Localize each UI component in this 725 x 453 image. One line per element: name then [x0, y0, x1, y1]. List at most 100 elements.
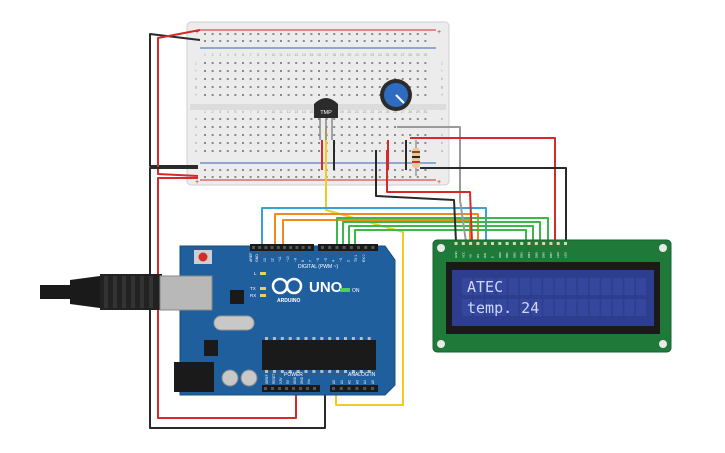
rail-hole[interactable]: [386, 33, 389, 35]
breadboard-hole[interactable]: [264, 142, 267, 144]
breadboard-hole[interactable]: [394, 126, 396, 128]
rail-hole[interactable]: [249, 33, 252, 35]
breadboard-hole[interactable]: [363, 62, 366, 64]
breadboard-hole[interactable]: [416, 118, 419, 120]
breadboard-hole[interactable]: [272, 126, 275, 128]
breadboard-hole[interactable]: [234, 118, 237, 120]
breadboard-hole[interactable]: [416, 70, 419, 72]
breadboard-hole[interactable]: [257, 150, 260, 152]
rail-hole[interactable]: [280, 33, 282, 35]
rail-hole[interactable]: [249, 40, 252, 42]
rail-hole[interactable]: [409, 169, 412, 171]
rail-hole[interactable]: [257, 169, 260, 171]
breadboard-hole[interactable]: [219, 86, 222, 88]
rail-hole[interactable]: [211, 33, 214, 35]
rail-hole[interactable]: [302, 176, 305, 178]
lcd-pin[interactable]: [542, 242, 546, 245]
breadboard-hole[interactable]: [416, 62, 419, 64]
header-pin[interactable]: [342, 246, 346, 249]
rail-hole[interactable]: [242, 176, 244, 178]
breadboard-hole[interactable]: [401, 78, 404, 80]
rail-hole[interactable]: [249, 176, 252, 178]
header-pin[interactable]: [332, 387, 335, 390]
rail-hole[interactable]: [348, 33, 351, 35]
breadboard-hole[interactable]: [272, 142, 275, 144]
breadboard-hole[interactable]: [295, 126, 298, 128]
rail-hole[interactable]: [234, 169, 237, 171]
breadboard-hole[interactable]: [386, 62, 389, 64]
header-pin[interactable]: [339, 387, 343, 390]
breadboard-hole[interactable]: [318, 142, 320, 144]
breadboard-hole[interactable]: [310, 94, 313, 96]
breadboard-hole[interactable]: [363, 134, 366, 136]
breadboard-hole[interactable]: [272, 70, 275, 72]
rail-hole[interactable]: [295, 33, 298, 35]
breadboard-hole[interactable]: [386, 134, 389, 136]
header-pin[interactable]: [292, 387, 295, 390]
breadboard-hole[interactable]: [318, 70, 320, 72]
breadboard-hole[interactable]: [257, 94, 260, 96]
lcd-pin[interactable]: [476, 242, 480, 245]
rail-hole[interactable]: [340, 176, 343, 178]
breadboard-hole[interactable]: [234, 70, 237, 72]
breadboard-hole[interactable]: [272, 118, 275, 120]
rail-hole[interactable]: [356, 176, 358, 178]
rail-hole[interactable]: [264, 176, 267, 178]
breadboard-hole[interactable]: [264, 118, 267, 120]
breadboard-hole[interactable]: [409, 150, 412, 152]
breadboard-hole[interactable]: [249, 70, 252, 72]
breadboard-hole[interactable]: [234, 150, 237, 152]
rail-hole[interactable]: [394, 176, 396, 178]
breadboard-hole[interactable]: [280, 134, 282, 136]
breadboard-hole[interactable]: [409, 86, 412, 88]
rail-hole[interactable]: [287, 40, 290, 42]
breadboard-hole[interactable]: [318, 78, 320, 80]
resistor[interactable]: [412, 140, 420, 176]
rail-hole[interactable]: [356, 33, 358, 35]
rail-hole[interactable]: [416, 40, 419, 42]
header-pin[interactable]: [276, 246, 280, 249]
breadboard-hole[interactable]: [386, 70, 389, 72]
breadboard-hole[interactable]: [302, 118, 305, 120]
breadboard-hole[interactable]: [287, 142, 290, 144]
breadboard-hole[interactable]: [340, 134, 343, 136]
lcd-pin[interactable]: [534, 242, 538, 245]
breadboard-hole[interactable]: [333, 86, 336, 88]
breadboard-hole[interactable]: [219, 94, 222, 96]
breadboard-hole[interactable]: [295, 86, 298, 88]
breadboard-hole[interactable]: [242, 118, 244, 120]
rail-hole[interactable]: [287, 33, 290, 35]
breadboard-hole[interactable]: [302, 126, 305, 128]
breadboard-hole[interactable]: [287, 70, 290, 72]
header-pin[interactable]: [252, 246, 255, 249]
breadboard-hole[interactable]: [310, 142, 313, 144]
rail-hole[interactable]: [204, 169, 206, 171]
breadboard-hole[interactable]: [394, 78, 396, 80]
breadboard-hole[interactable]: [272, 150, 275, 152]
breadboard-hole[interactable]: [325, 94, 328, 96]
header-pin[interactable]: [364, 246, 368, 249]
breadboard-hole[interactable]: [378, 86, 381, 88]
rail-hole[interactable]: [409, 33, 412, 35]
breadboard-hole[interactable]: [424, 118, 427, 120]
breadboard-hole[interactable]: [295, 62, 298, 64]
rail-hole[interactable]: [249, 169, 252, 171]
breadboard-hole[interactable]: [226, 86, 229, 88]
breadboard-hole[interactable]: [363, 142, 366, 144]
rail-hole[interactable]: [234, 176, 237, 178]
breadboard-hole[interactable]: [295, 78, 298, 80]
breadboard-hole[interactable]: [409, 70, 412, 72]
breadboard-hole[interactable]: [371, 126, 374, 128]
breadboard-hole[interactable]: [356, 86, 358, 88]
breadboard-hole[interactable]: [409, 142, 412, 144]
breadboard-hole[interactable]: [424, 86, 427, 88]
breadboard-hole[interactable]: [204, 62, 206, 64]
breadboard-hole[interactable]: [287, 78, 290, 80]
breadboard-hole[interactable]: [356, 142, 358, 144]
breadboard-hole[interactable]: [424, 94, 427, 96]
lcd-pin[interactable]: [549, 242, 553, 245]
breadboard-hole[interactable]: [409, 134, 412, 136]
header-pin[interactable]: [347, 387, 351, 390]
rail-hole[interactable]: [211, 169, 214, 171]
rail-hole[interactable]: [280, 40, 282, 42]
